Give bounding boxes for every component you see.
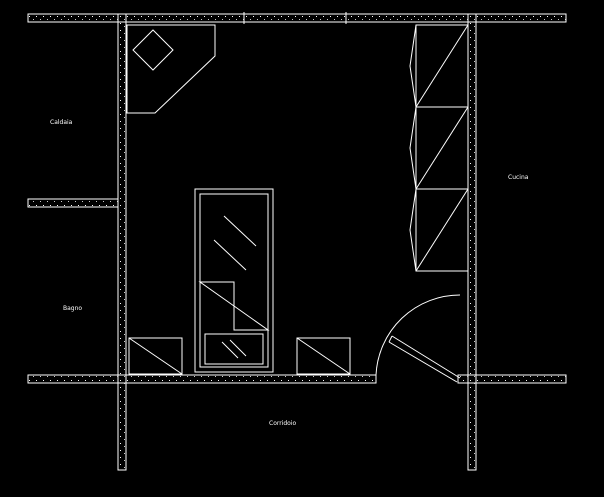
room-label-cucina: Cucina bbox=[508, 174, 529, 181]
wall-bottom-left bbox=[27, 374, 377, 384]
door bbox=[375, 294, 461, 383]
nightstand-left bbox=[128, 337, 183, 375]
wall-left bbox=[117, 13, 127, 471]
wall-caldaia-bagno bbox=[27, 198, 119, 208]
room-label-corridoio: Corridoio bbox=[269, 420, 297, 427]
nightstand-right bbox=[296, 337, 351, 375]
cabinet-item bbox=[132, 29, 174, 71]
room-label-bagno: Bagno bbox=[63, 305, 83, 312]
bed bbox=[194, 188, 274, 373]
wall-top bbox=[27, 13, 567, 23]
room-label-caldaia: Caldaia bbox=[50, 119, 73, 126]
wall-right bbox=[467, 13, 477, 471]
wall-bottom-right bbox=[457, 374, 567, 384]
wardrobe bbox=[409, 24, 469, 272]
corner-cabinet bbox=[126, 24, 216, 114]
